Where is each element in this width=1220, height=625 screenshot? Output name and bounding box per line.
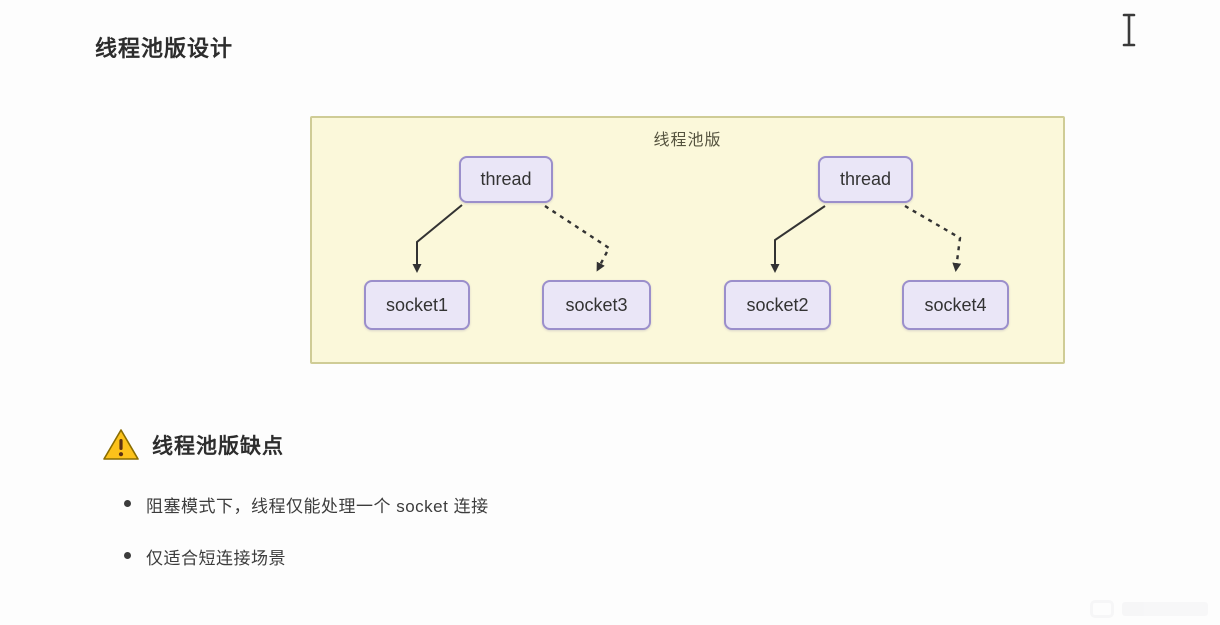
list-item-short-connection: 仅适合短连接场景 <box>122 544 489 569</box>
list-item-blocking-mode: 阻塞模式下，线程仅能处理一个 socket 连接 <box>122 492 489 517</box>
warning-header: 线程池版缺点 <box>102 428 284 462</box>
edge-thread2-socket4 <box>904 204 962 272</box>
text-cursor-icon <box>1122 13 1136 47</box>
warning-heading: 线程池版缺点 <box>152 435 284 458</box>
node-socket2: socket2 <box>724 280 831 330</box>
drawback-list: 阻塞模式下，线程仅能处理一个 socket 连接 仅适合短连接场景 <box>122 492 489 596</box>
node-socket4: socket4 <box>902 280 1009 330</box>
edge-thread2-socket2 <box>770 205 826 273</box>
edge-thread1-socket1 <box>412 204 463 273</box>
edge-thread1-socket3 <box>544 204 611 272</box>
node-thread-2: thread <box>818 156 913 203</box>
warning-triangle-icon <box>103 429 139 460</box>
page-title: 线程池版设计 <box>95 36 234 61</box>
watermark-icon <box>1090 600 1114 618</box>
thread-pool-diagram: 线程池版 thread thread socket1 socket3 socke… <box>310 116 1065 364</box>
node-socket3: socket3 <box>542 280 651 330</box>
diagram-title: 线程池版 <box>653 132 722 149</box>
watermark-logo <box>1090 599 1208 619</box>
watermark-text-shape <box>1122 602 1208 616</box>
node-thread-1: thread <box>459 156 553 203</box>
node-socket1: socket1 <box>364 280 470 330</box>
